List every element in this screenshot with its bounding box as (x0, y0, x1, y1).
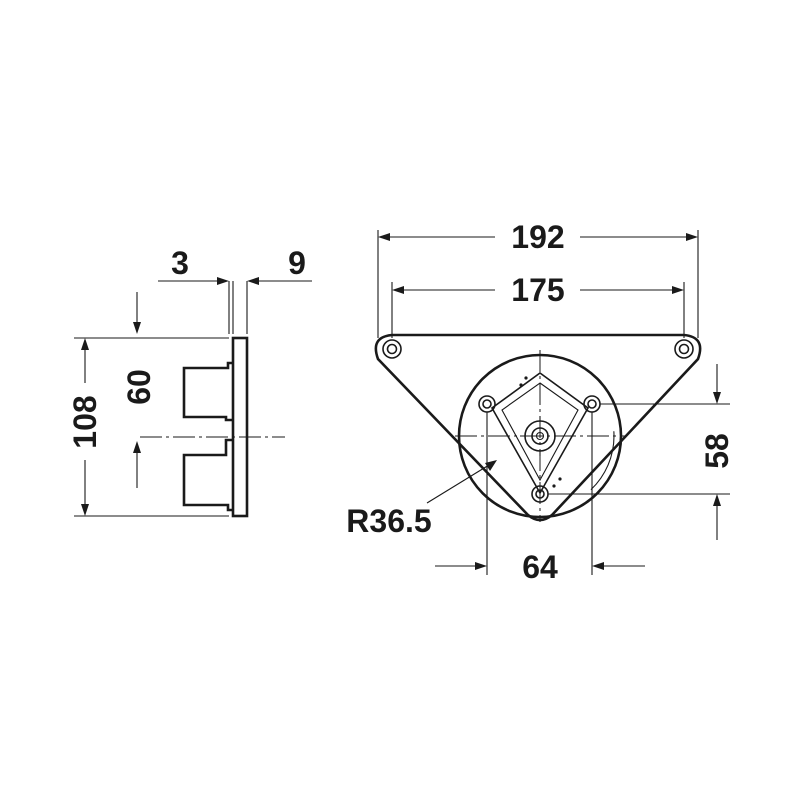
dim-9-label: 9 (288, 245, 306, 281)
mount-hole-right-inner (678, 343, 690, 355)
screw-square-inner (501, 382, 579, 482)
screw-hole-bottom-inner (535, 489, 545, 499)
dim-58-arrow-bottom (713, 494, 721, 506)
radius-leader (426, 464, 490, 504)
dim-175-arrow-right (672, 286, 684, 294)
dim-60-arrow-top (133, 322, 141, 334)
dim-3-arrow (217, 277, 229, 285)
pivot-core (535, 431, 545, 441)
dim-58-arrow-top (713, 392, 721, 404)
dim-64-arrow-left (475, 562, 487, 570)
screw-hole-left-inner (482, 399, 492, 409)
dim-175-arrow-left (392, 286, 404, 294)
pivot-spokes (520, 416, 560, 456)
dim-108-arrow-bottom (81, 504, 89, 516)
side-block-upper (182, 361, 233, 422)
dim-60-label: 60 (121, 369, 157, 405)
dim-3-label: 3 (171, 245, 189, 281)
dim-60-arrow-bottom (133, 441, 141, 453)
mount-hole-right-outer (674, 339, 694, 359)
mount-hole-left-inner (386, 343, 398, 355)
dim-64-label: 64 (522, 549, 558, 585)
pivot-inner (531, 427, 549, 445)
side-plate (231, 336, 249, 518)
dim-175-label: 175 (511, 272, 564, 308)
dim-9-arrow (247, 277, 259, 285)
dot-3 (552, 484, 556, 488)
dim-108-label: 108 (67, 395, 103, 448)
dim-58-label: 58 (699, 433, 735, 469)
side-view: 3 9 108 60 (67, 245, 312, 518)
side-block-lower (182, 438, 233, 512)
radius-arrow (485, 460, 497, 471)
dim-64-arrow-right (592, 562, 604, 570)
screw-hole-right-inner (587, 399, 597, 409)
dot-4 (558, 477, 562, 481)
mount-hole-left-outer (382, 339, 402, 359)
front-view: 192 175 58 64 R36.5 (346, 219, 735, 585)
screw-square (490, 372, 590, 495)
dim-192-label: 192 (511, 219, 564, 255)
dot-1 (524, 376, 528, 380)
dim-192-arrow-left (378, 233, 390, 241)
radius-label: R36.5 (346, 503, 431, 539)
dim-192-arrow-right (686, 233, 698, 241)
dot-2 (519, 383, 523, 387)
dim-108-arrow-top (81, 338, 89, 350)
